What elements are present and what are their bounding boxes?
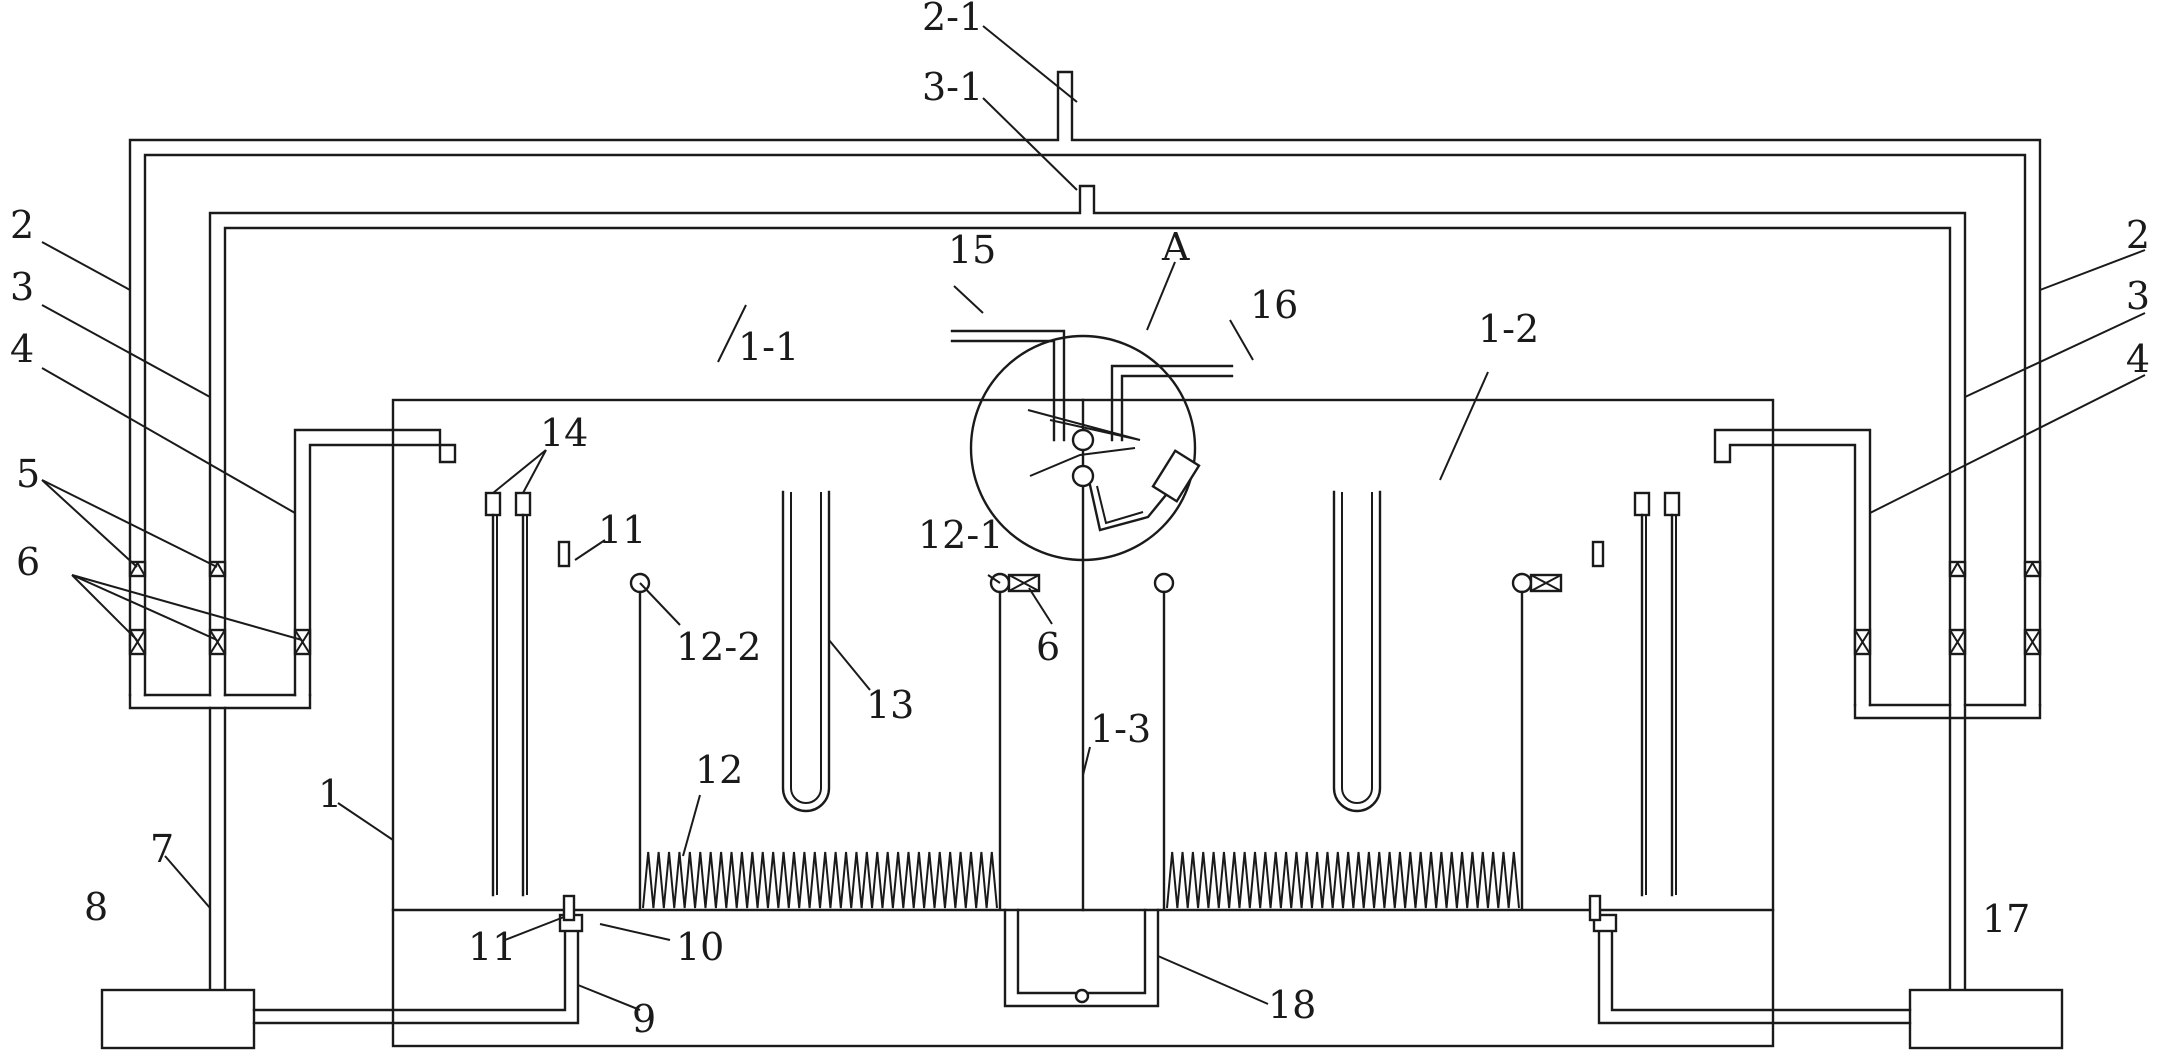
valve-icon: [208, 628, 227, 656]
label-2-right: 2: [2126, 213, 2150, 257]
label-17: 17: [1982, 897, 2030, 941]
label-4-left: 4: [10, 327, 34, 371]
sump-18: [1003, 908, 1160, 1008]
coil-right: [1153, 572, 1563, 910]
label-18: 18: [1268, 983, 1316, 1027]
label-1-1: 1-1: [738, 325, 799, 369]
u-tube-right: [1332, 490, 1382, 813]
label-3-right: 3: [2126, 274, 2150, 318]
label-2-1: 2-1: [922, 0, 983, 39]
label-16: 16: [1250, 283, 1298, 327]
pipe-2: [128, 70, 2042, 707]
flap-upper: [1027, 409, 1141, 441]
valve-icon: [128, 628, 147, 656]
check-valve-icon: [128, 560, 147, 578]
manifold-right: [1853, 703, 2042, 720]
label-1-2: 1-2: [1478, 307, 1539, 351]
label-12: 12: [695, 748, 743, 792]
manifold-left: [128, 693, 312, 992]
pipe-15: [950, 329, 1066, 442]
label-11-upper: 11: [598, 508, 646, 552]
valves-left: [128, 560, 312, 656]
u-tube-13-left: [781, 490, 831, 813]
labels: 2-1 3-1 2 3 4 5 6 2 3 4 1-1 1-2 15 A 16 …: [10, 0, 2150, 1041]
label-9: 9: [632, 997, 656, 1041]
label-3-left: 3: [10, 265, 34, 309]
probes-14-left: [484, 491, 532, 897]
label-4-right: 4: [2126, 337, 2150, 381]
label-10: 10: [676, 925, 724, 969]
label-2-left: 2: [10, 203, 34, 247]
pipe-16: [1110, 364, 1234, 442]
probes-right: [1633, 491, 1681, 897]
label-12-2: 12-2: [676, 625, 761, 669]
label-5: 5: [16, 452, 40, 496]
valve-icon: [1853, 628, 1872, 656]
label-7: 7: [150, 827, 174, 871]
tank-8: [100, 988, 256, 1050]
pipe-3: [208, 184, 1967, 992]
check-valve-icon: [2023, 560, 2042, 578]
drain-9-left: [252, 894, 584, 1025]
valve-icon: [1948, 628, 1967, 656]
tank-1: [391, 398, 1775, 1048]
drain-right: [1588, 894, 1912, 1025]
sensor-11-bottom: [562, 894, 576, 922]
tank-17: [1908, 988, 2064, 1050]
label-12-1: 12-1: [918, 513, 1003, 557]
label-13: 13: [866, 683, 914, 727]
valve-icon: [293, 628, 312, 656]
label-3-1: 3-1: [922, 65, 983, 109]
label-14: 14: [540, 411, 588, 455]
label-6-center: 6: [1036, 625, 1060, 669]
check-valve-icon: [1948, 560, 1967, 578]
valve-icon: [2023, 628, 2042, 656]
label-8: 8: [84, 885, 108, 929]
pipe-4-left: [293, 428, 457, 697]
flap-lower: [1029, 447, 1136, 477]
label-1-3: 1-3: [1090, 707, 1151, 751]
sensor-11-right: [1591, 540, 1605, 568]
coil-12-left: [629, 572, 1041, 910]
label-6-left: 6: [16, 540, 40, 584]
valves-right: [1853, 560, 2042, 656]
label-a: A: [1161, 225, 1190, 269]
pipe-4-right: [1713, 428, 1872, 707]
sensor-11-left: [557, 540, 571, 568]
detail-circle-a: [950, 329, 1234, 562]
label-1: 1: [318, 772, 342, 816]
leader-lines: [41, 25, 2146, 1011]
label-15: 15: [948, 228, 996, 272]
label-11-lower: 11: [468, 925, 516, 969]
